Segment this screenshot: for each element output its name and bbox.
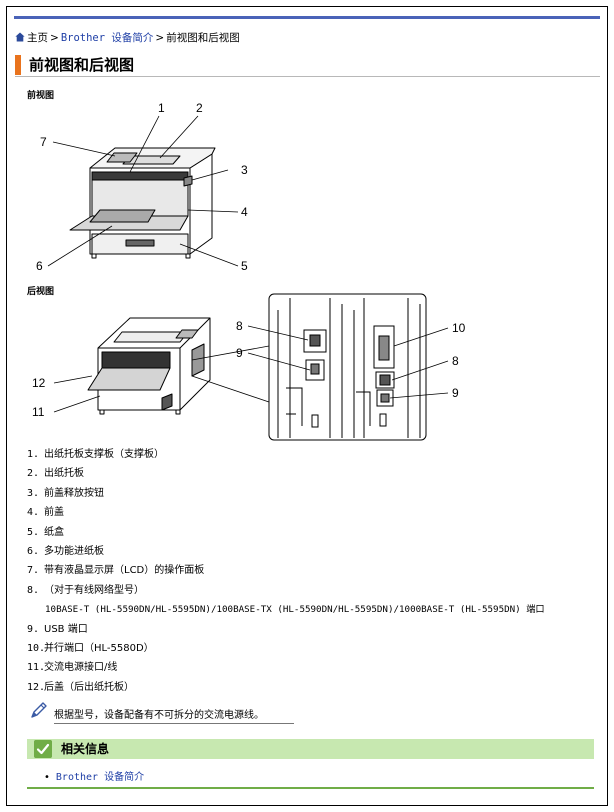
related-info-bar: 相关信息	[27, 739, 594, 759]
front-callout-4: 4	[241, 205, 248, 219]
list-item-number: 10.	[27, 643, 46, 655]
list-item: 6. 多功能进纸板	[27, 542, 545, 561]
operation-panel	[106, 152, 138, 163]
related-link-item: • Brother 设备简介	[44, 768, 144, 783]
list-item: 3. 前盖释放按钮	[27, 484, 545, 503]
breadcrumb-separator: >	[155, 32, 165, 44]
page-title-bar: 前视图和后视图	[15, 55, 600, 77]
rear-view-heading: 后视图	[27, 287, 55, 297]
list-item-number: 12.	[27, 681, 46, 693]
front-callout-3: 3	[241, 163, 248, 177]
list-item-number: 1.	[27, 449, 40, 460]
rear-callout-12: 12	[32, 376, 46, 390]
rear-callout-11: 11	[32, 405, 45, 419]
check-icon	[34, 740, 52, 758]
list-item-number: 6.	[27, 546, 40, 558]
rear-view-figure: 8 9 10 8 9 12 11	[32, 293, 466, 441]
pencil-icon	[31, 702, 47, 718]
list-item-text: 出纸托板支撑板（支撑板）	[44, 449, 164, 460]
list-item-number: 5.	[27, 526, 40, 538]
related-info-title: 相关信息	[61, 742, 110, 756]
parts-list: 1. 出纸托板支撑板（支撑板） 2. 出纸托板 3. 前盖释放按钮 4. 前盖 5. 纸盒…	[27, 445, 545, 697]
breadcrumb-home[interactable]: 主页	[27, 32, 48, 44]
list-item-number: 2.	[27, 468, 40, 480]
rear-cover	[87, 367, 171, 391]
note-text: 根据型号，设备配备有不可拆分的交流电源线。	[54, 710, 264, 721]
front-callout-5: 5	[241, 259, 248, 273]
list-item-number: 7.	[27, 565, 40, 577]
list-item-text: 后盖（后出纸托板）	[44, 681, 134, 693]
related-link-device-overview[interactable]: Brother 设备简介	[55, 772, 145, 783]
rear-inset-callout-10: 10	[452, 321, 466, 335]
list-item-number: 9.	[27, 623, 40, 635]
list-item: 12.后盖（后出纸托板）	[27, 678, 545, 697]
port-inset	[268, 293, 427, 441]
list-item: 5. 纸盒	[27, 523, 545, 542]
page-title: 前视图和后视图	[29, 56, 135, 74]
list-item-number: 4.	[27, 507, 40, 519]
list-item-text: 10BASE-T (HL-5590DN/HL-5595DN)/100BASE-T…	[45, 604, 545, 616]
list-item-number: 11.	[27, 662, 46, 674]
rear-inset-callout-8-left: 8	[236, 319, 243, 333]
list-item: 8. （对于有线网络型号）	[27, 581, 545, 600]
list-item-text: 前盖	[44, 507, 64, 519]
breadcrumb-current: 前视图和后视图	[166, 32, 240, 44]
home-icon	[15, 32, 25, 42]
list-item: 11.交流电源接口/线	[27, 658, 545, 677]
list-item-text: 前盖释放按钮	[44, 487, 104, 499]
list-item: 7. 带有液晶显示屏（LCD）的操作面板	[27, 561, 545, 580]
front-callout-6: 6	[36, 259, 43, 273]
front-callout-7: 7	[40, 135, 47, 149]
list-item-text: 多功能进纸板	[44, 546, 104, 558]
bottom-rule	[27, 787, 594, 789]
front-view-heading: 前视图	[27, 91, 55, 101]
bullet-icon: •	[44, 772, 50, 783]
rear-inset-callout-8-right: 8	[452, 354, 459, 368]
list-item-text: USB 端口	[44, 623, 88, 635]
list-item: 9. USB 端口	[27, 620, 545, 639]
page-frame	[6, 6, 608, 806]
list-item-text: 带有液晶显示屏（LCD）的操作面板	[44, 565, 205, 577]
note-underline	[54, 723, 294, 724]
front-callout-1: 1	[158, 101, 165, 115]
breadcrumb-link-device-overview[interactable]: Brother 设备简介	[60, 32, 154, 44]
top-rule	[14, 16, 600, 19]
breadcrumb: 主页>Brother 设备简介>前视图和后视图	[15, 31, 240, 45]
list-item-text: 纸盒	[44, 526, 64, 538]
list-item-number: 3.	[27, 487, 40, 499]
list-item-text: 交流电源接口/线	[44, 662, 118, 674]
breadcrumb-separator: >	[50, 32, 59, 44]
list-item: 1. 出纸托板支撑板（支撑板）	[27, 445, 545, 464]
list-item: 2. 出纸托板	[27, 464, 545, 483]
front-callout-2: 2	[196, 101, 203, 115]
list-item: 4. 前盖	[27, 503, 545, 522]
front-view-figure: 1 2 3 4 5 6 7	[36, 101, 248, 273]
list-item-text: 出纸托板	[44, 468, 84, 480]
list-item: 10.并行端口（HL-5580D）	[27, 639, 545, 658]
ac-power-inlet	[161, 393, 173, 411]
title-accent	[15, 55, 21, 75]
note-box: 根据型号，设备配备有不可拆分的交流电源线。	[29, 700, 294, 726]
rear-inset-callout-9-left: 9	[236, 346, 243, 360]
front-cover-release	[183, 175, 193, 187]
list-item-text: 并行端口（HL-5580D）	[44, 643, 154, 655]
title-underline	[15, 76, 600, 77]
list-item-continuation: 10BASE-T (HL-5590DN/HL-5595DN)/100BASE-T…	[27, 600, 545, 619]
list-item-text: （对于有线网络型号）	[44, 584, 144, 596]
rear-inset-callout-9-right: 9	[452, 386, 459, 400]
list-item-number: 8.	[27, 584, 40, 596]
